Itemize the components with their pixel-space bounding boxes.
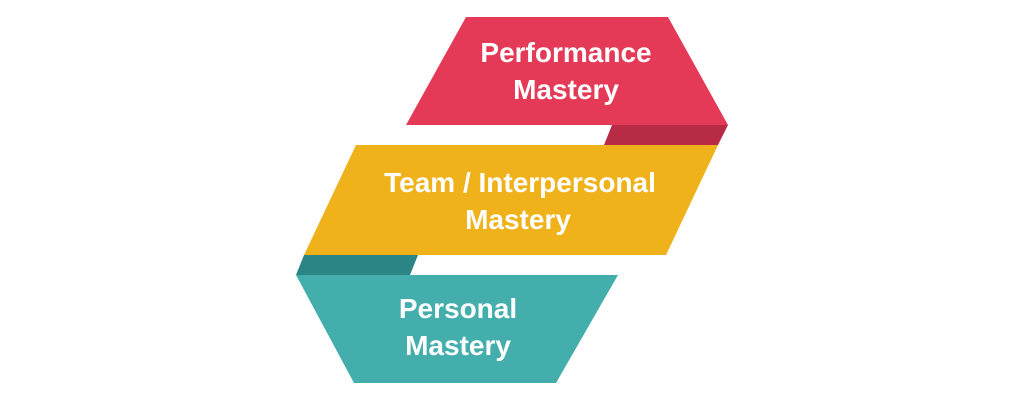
personal-label-line-1: Personal (399, 293, 517, 324)
personal-fold-shadow (296, 255, 418, 275)
performance-band (406, 17, 728, 125)
team-band (304, 145, 718, 255)
personal-band (296, 275, 618, 383)
team-label-line-2: Mastery (465, 204, 571, 235)
tier-personal: Personal Mastery (296, 275, 618, 383)
tier-team: Team / Interpersonal Mastery (304, 145, 718, 255)
team-label-line-1: Team / Interpersonal (384, 167, 656, 198)
performance-fold-shadow (604, 125, 728, 145)
performance-label-line-2: Mastery (513, 74, 619, 105)
personal-label-line-2: Mastery (405, 330, 511, 361)
tier-performance: Performance Mastery (406, 17, 728, 125)
performance-label-line-1: Performance (480, 37, 651, 68)
